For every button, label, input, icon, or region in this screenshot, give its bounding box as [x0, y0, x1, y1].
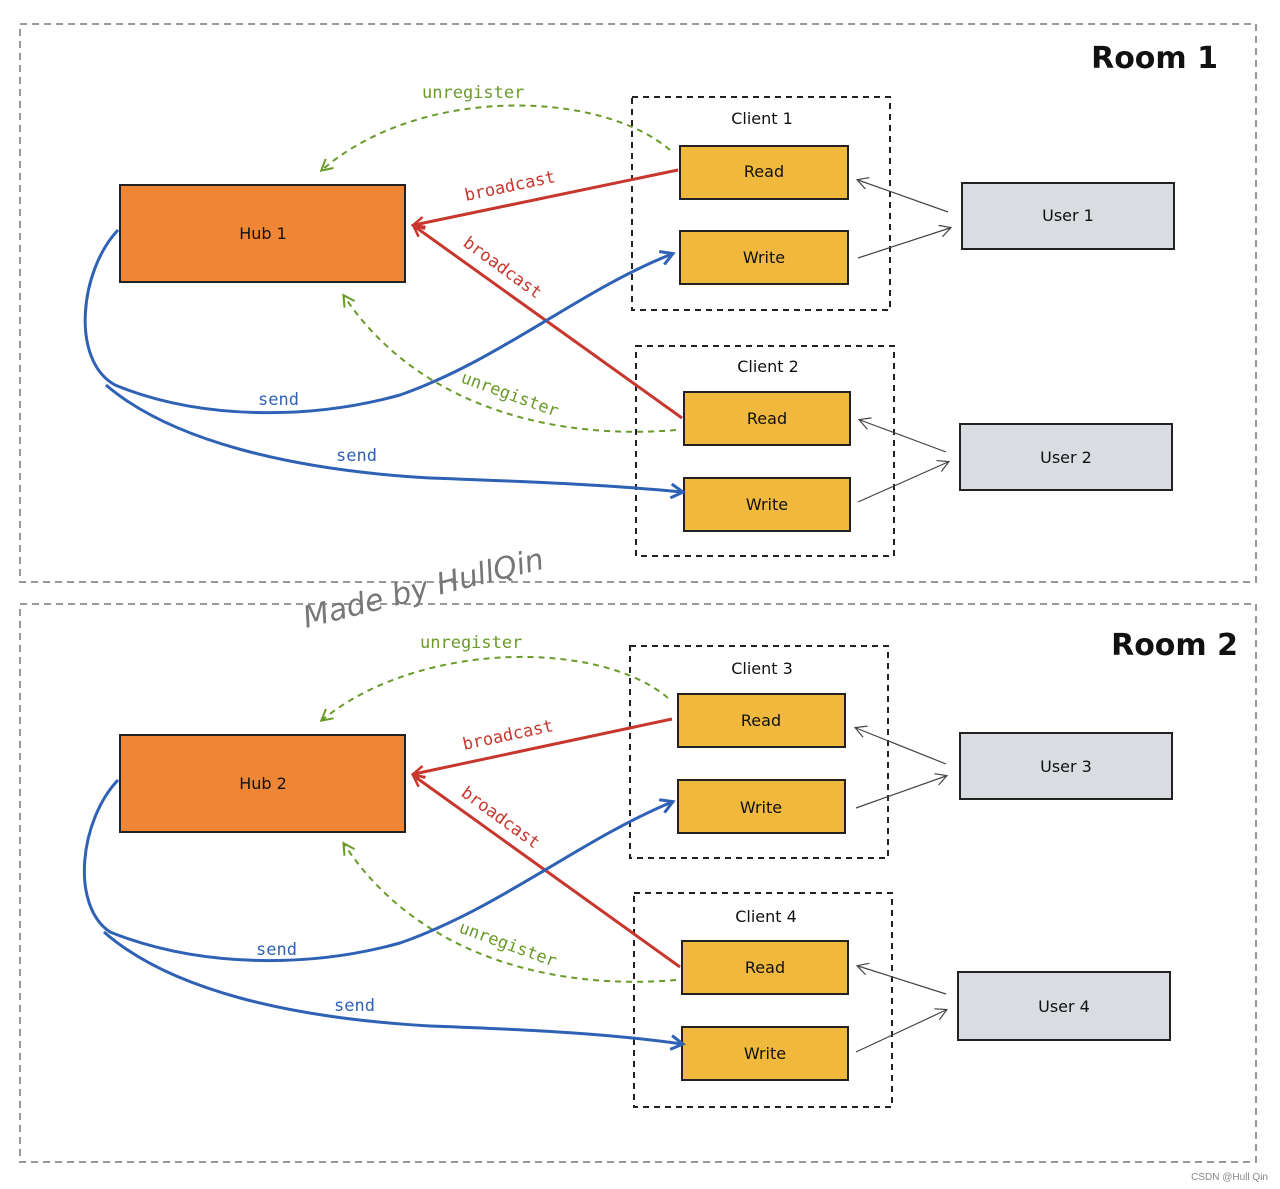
room-1-title: Room 1 — [1091, 41, 1218, 76]
client-4-write-box — [681, 1026, 849, 1081]
user-1-node: User 1 — [961, 182, 1175, 250]
hub-1-label: Hub 1 — [239, 224, 287, 243]
send-label-bottom-2: send — [334, 996, 375, 1016]
room-2: Room 2 Hub 2 Client 3 Read Write Client … — [19, 603, 1257, 1163]
room-2-title: Room 2 — [1111, 628, 1238, 663]
unregister-edge-top-2 — [322, 655, 669, 720]
hub-1-node: Hub 1 — [119, 184, 406, 283]
unregister-edge-top — [322, 104, 671, 170]
client-1-label: Client 1 — [731, 109, 793, 128]
client-1-group: Client 1 Read Write — [631, 96, 891, 311]
unregister-label-top: unregister — [422, 83, 524, 103]
client-3-read-label: Read — [741, 711, 781, 730]
broadcast-edge-top — [414, 168, 679, 225]
client-1-read-box — [679, 145, 849, 200]
user-2-to-write-arrow — [857, 459, 951, 503]
client-1-write-label: Write — [743, 248, 785, 267]
room-1-frame — [19, 23, 1257, 583]
user-3-to-read-arrow — [853, 725, 947, 765]
room-2-frame — [19, 603, 1257, 1163]
user-3-node: User 3 — [959, 732, 1173, 800]
client-4-write-label: Write — [744, 1044, 786, 1063]
send-edge-top — [83, 228, 672, 415]
user-4-label: User 4 — [1038, 997, 1090, 1016]
client-3-write-box — [677, 779, 846, 834]
client-1-read-label: Read — [744, 162, 784, 181]
unregister-edge-bottom-2 — [344, 844, 677, 983]
send-label-bottom: send — [336, 446, 377, 466]
user-2-label: User 2 — [1040, 448, 1092, 467]
user-4-node: User 4 — [957, 971, 1171, 1041]
client-3-write-label: Write — [740, 798, 782, 817]
user-2-node: User 2 — [959, 423, 1173, 491]
send-edge-top-2 — [82, 778, 672, 963]
client-3-read-box — [677, 693, 846, 748]
client-2-write-label: Write — [746, 495, 788, 514]
client-2-read-box — [683, 391, 851, 446]
user-3-to-write-arrow — [855, 773, 949, 809]
user-3-label: User 3 — [1040, 757, 1092, 776]
client-1-write-box — [679, 230, 849, 285]
broadcast-edge-bottom-2 — [414, 776, 681, 969]
user-4-to-write-arrow — [855, 1008, 949, 1053]
client-4-group: Client 4 Read Write — [633, 892, 893, 1108]
client-2-label: Client 2 — [737, 357, 799, 376]
send-edge-bottom-2 — [103, 930, 682, 1044]
client-3-label: Client 3 — [731, 659, 793, 678]
unregister-edge-bottom — [344, 296, 677, 433]
client-3-group: Client 3 Read Write — [629, 645, 889, 859]
user-1-to-read-arrow — [855, 177, 949, 213]
user-2-to-read-arrow — [857, 417, 947, 453]
broadcast-label-top-2: broadcast — [461, 716, 555, 755]
hub-2-node: Hub 2 — [119, 734, 406, 833]
credit-text: CSDN @Hull Qin — [1191, 1172, 1268, 1183]
user-1-label: User 1 — [1042, 206, 1094, 225]
send-label-top: send — [258, 390, 299, 410]
watermark-text: Made by HullQin — [299, 542, 547, 636]
broadcast-edge-top-2 — [414, 717, 673, 774]
hub-2-label: Hub 2 — [239, 774, 287, 793]
broadcast-label-top: broadcast — [463, 167, 557, 206]
user-1-to-write-arrow — [857, 224, 953, 259]
client-4-read-box — [681, 940, 849, 995]
send-label-top-2: send — [256, 940, 297, 960]
broadcast-edge-bottom — [414, 226, 683, 420]
client-2-group: Client 2 Read Write — [635, 345, 895, 557]
client-2-write-box — [683, 477, 851, 532]
client-4-read-label: Read — [745, 958, 785, 977]
user-4-to-read-arrow — [855, 962, 947, 995]
unregister-label-top-2: unregister — [420, 633, 522, 653]
client-2-read-label: Read — [747, 409, 787, 428]
send-edge-bottom — [105, 383, 682, 492]
client-4-label: Client 4 — [735, 907, 797, 926]
room-1: Room 1 Hub 1 Client 1 Read Write Client … — [19, 23, 1257, 583]
